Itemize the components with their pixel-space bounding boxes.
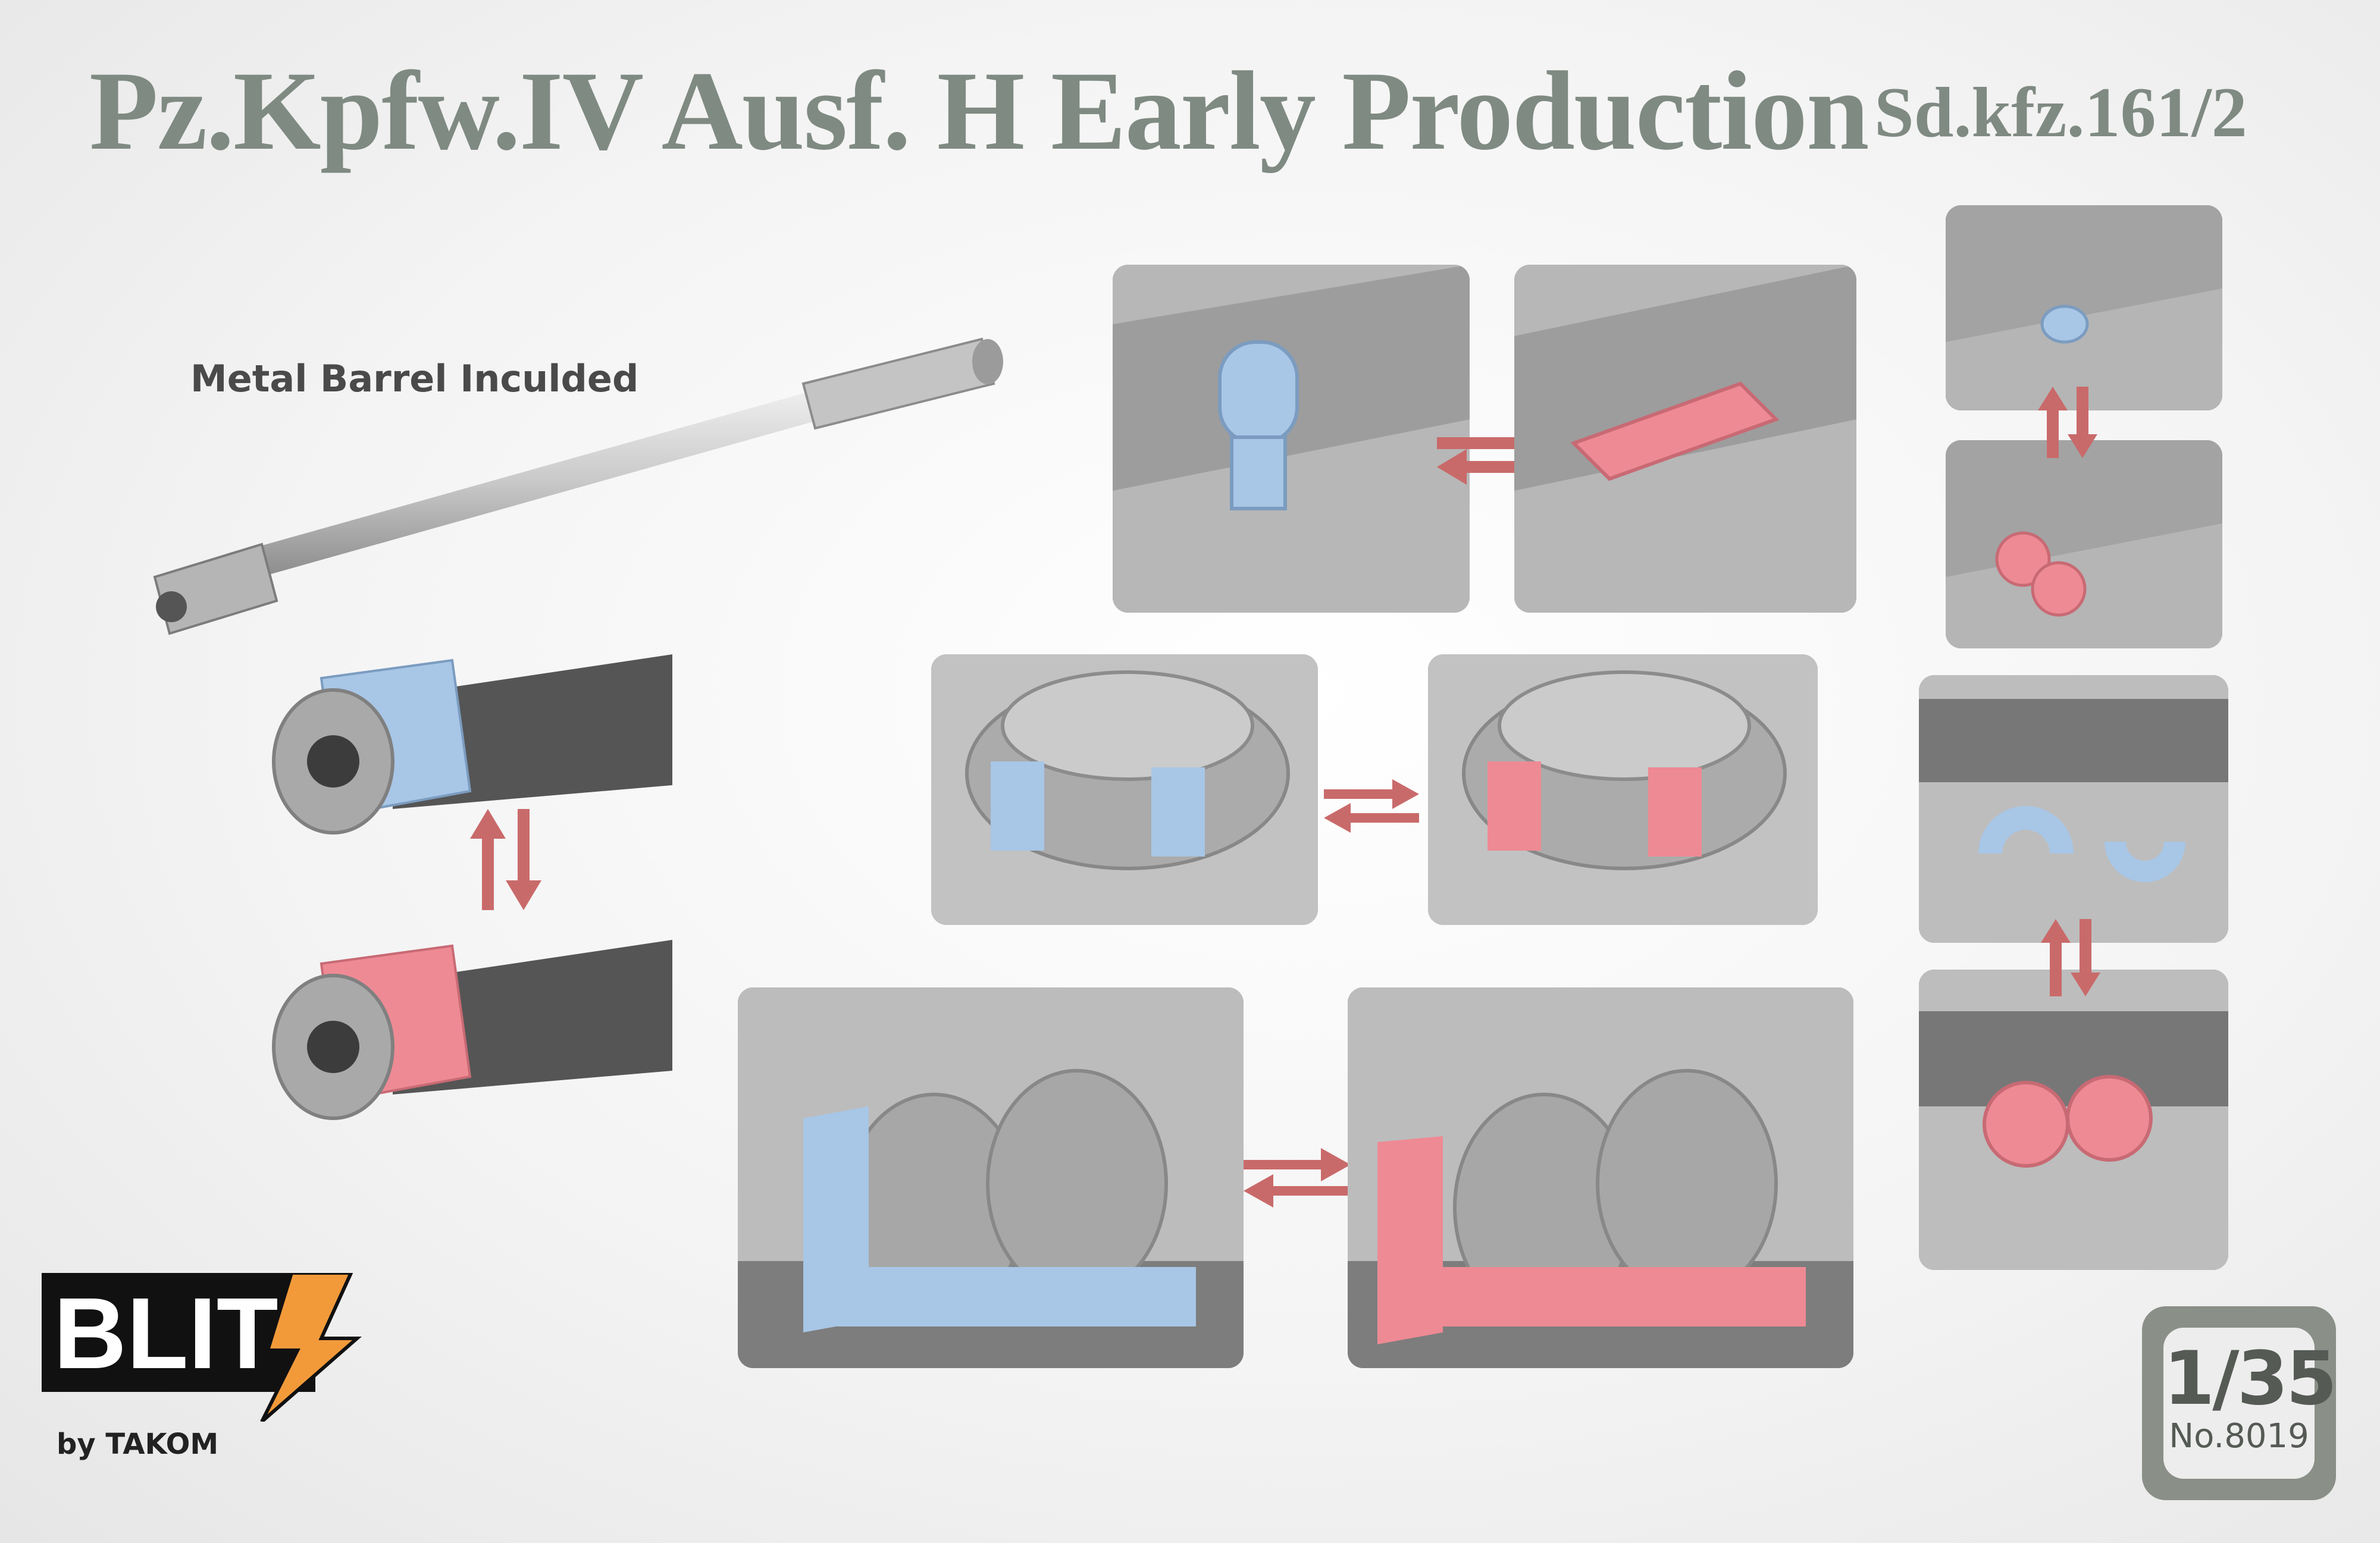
kit-number: No.8019 [2169,1417,2309,1456]
metal-barrel-illustration [153,337,1003,635]
swap-vertical-icon [2041,919,2100,996]
brand-byline: by TAKOM [57,1428,219,1461]
detail-panel-smoke-discharger-blue [1946,205,2222,410]
logo-wordmark: BLIT [54,1277,278,1390]
scale-label: 1/35 [2163,1336,2337,1422]
blitz-logo: BLIT [42,1273,362,1422]
detail-panel-tow-hook-pink [1919,970,2228,1270]
scale-badge: 1/35 No.8019 [2142,1306,2337,1500]
detail-panel-periscope-pink [1514,265,1856,613]
detail-panel-cupola-blue [931,654,1318,925]
muzzle-brake-option-blue [272,654,672,835]
swap-horizontal-icon [1324,779,1419,833]
metal-barrel-caption: Metal Barrel Inculded [190,357,639,400]
detail-panel-periscope-blue [1113,265,1470,613]
muzzle-brake-option-pink [272,940,672,1120]
detail-panel-wheel-rack-blue [738,987,1244,1368]
swap-vertical-icon [2038,387,2097,458]
swap-vertical-icon [470,809,541,910]
swap-horizontal-icon [1244,1148,1351,1208]
product-title: Pz.Kpfw.IV Ausf. H Early Production [89,49,1869,174]
product-designation: Sd.kfz.161/2 [1874,73,2247,152]
detail-panel-tow-hook-blue [1919,675,2228,943]
detail-panel-smoke-discharger-pink [1946,440,2222,648]
detail-panel-cupola-pink [1428,654,1818,925]
detail-panel-wheel-rack-pink [1348,987,1853,1368]
